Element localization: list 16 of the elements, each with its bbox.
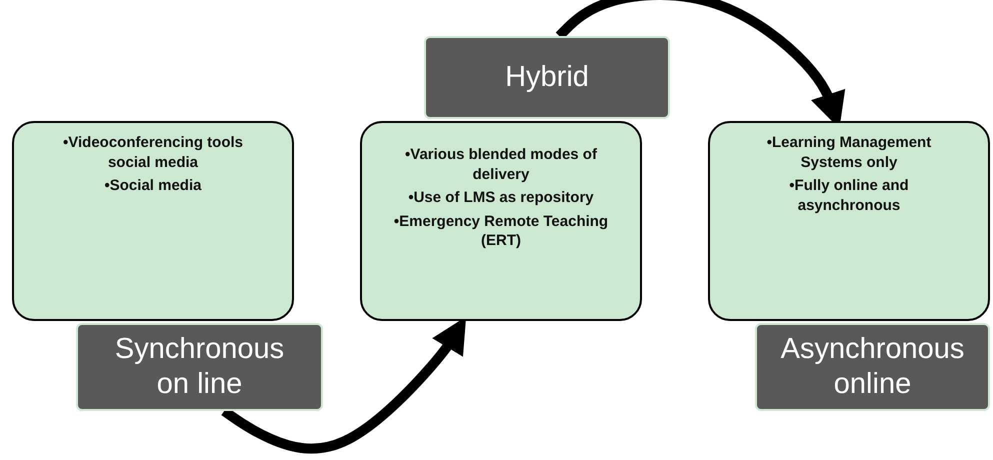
stage-title: Asynchronous online xyxy=(780,332,966,402)
title-box xyxy=(755,323,990,411)
bullet-item: •Fully online and asynchronous xyxy=(788,176,910,215)
stage-title: Hybrid xyxy=(505,60,589,95)
content-box xyxy=(708,121,990,321)
bullet-item: •Use of LMS as repository xyxy=(408,188,594,208)
bullet-item: •Various blended modes of delivery xyxy=(404,145,598,184)
bullet-item: •Videoconferencing tools social media xyxy=(62,133,244,172)
title-box xyxy=(424,36,670,119)
bullet-item: •Emergency Remote Teaching (ERT) xyxy=(392,212,610,250)
content-box xyxy=(12,121,294,321)
stage-title: Synchronous on line xyxy=(114,332,286,402)
content-box xyxy=(360,121,642,321)
bullet-item: •Social media xyxy=(104,176,202,196)
title-box xyxy=(76,323,323,411)
bullet-item: •Learning Management Systems only xyxy=(766,133,932,172)
